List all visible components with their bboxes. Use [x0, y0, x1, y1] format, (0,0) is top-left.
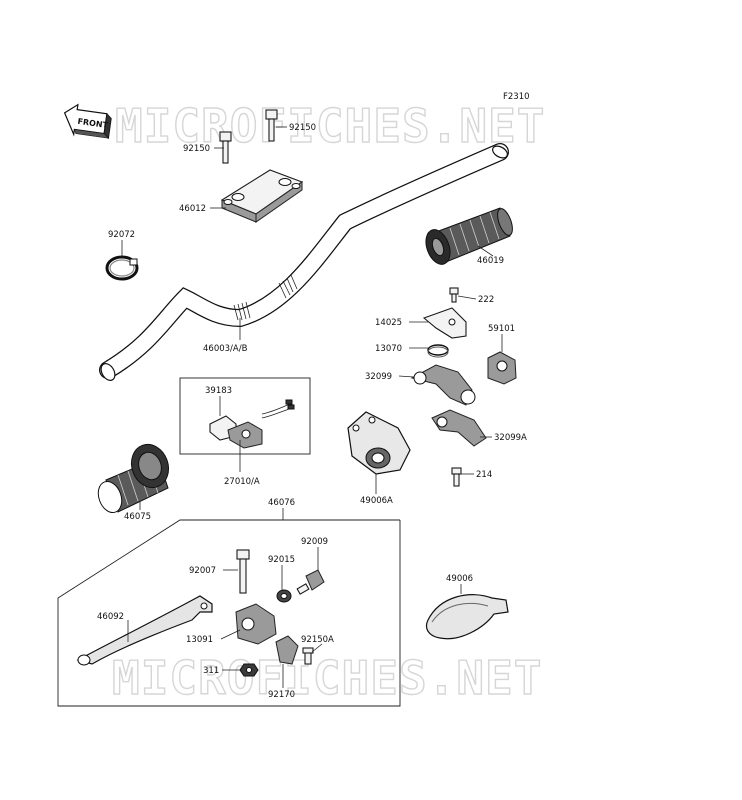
- switch-group-box: [179, 377, 311, 455]
- handlebar-clamp-drawing: [220, 169, 304, 223]
- label-13070: 13070: [375, 344, 402, 354]
- lever-group-box: [57, 519, 401, 707]
- figure-code: F2310: [503, 92, 530, 102]
- lever-cover-drawing: [425, 594, 509, 640]
- label-32099: 32099: [365, 372, 392, 382]
- label-13091: 13091: [186, 635, 213, 645]
- label-14025: 14025: [375, 318, 402, 328]
- label-32099A: 32099A: [494, 433, 527, 443]
- label-222: 222: [478, 295, 494, 305]
- label-92170: 92170: [268, 690, 295, 700]
- label-214: 214: [476, 470, 492, 480]
- lever-parts-drawing: [76, 549, 325, 677]
- leader-lines: [121, 126, 503, 688]
- label-46092: 46092: [97, 612, 124, 622]
- label-49006A: 49006A: [360, 496, 393, 506]
- clip-drawing: [105, 255, 139, 281]
- label-92007: 92007: [189, 566, 216, 576]
- label-59101: 59101: [488, 324, 515, 334]
- label-46003: 46003/A/B: [203, 344, 248, 354]
- label-27010: 27010/A: [224, 477, 260, 487]
- label-46076: 46076: [268, 498, 295, 508]
- label-92015: 92015: [268, 555, 295, 565]
- label-46019: 46019: [477, 256, 504, 266]
- left-grip-drawing: [97, 443, 170, 513]
- throttle-cover-drawing: [347, 411, 411, 475]
- part-labels: 92150 92150 46012 92072 46003/A/B 46019 …: [97, 123, 527, 700]
- label-92150A: 92150A: [301, 635, 334, 645]
- handlebar-drawing: [99, 143, 509, 381]
- watermark-bottom: MICROFICHES.NET: [112, 651, 542, 705]
- right-grip-drawing: [425, 207, 513, 265]
- label-311: 311: [203, 666, 219, 676]
- switch-drawing: [209, 399, 295, 449]
- label-92150-top: 92150: [289, 123, 316, 133]
- front-arrow-icon: FRONT: [63, 103, 112, 140]
- bolt-drawing: [219, 109, 278, 164]
- label-92072: 92072: [108, 230, 135, 240]
- label-46012: 46012: [179, 204, 206, 214]
- front-label: FRONT: [77, 117, 109, 130]
- label-49006: 49006: [446, 574, 473, 584]
- label-46075: 46075: [124, 512, 151, 522]
- throttle-parts-drawing: [410, 287, 517, 487]
- label-39183: 39183: [205, 386, 232, 396]
- label-92150-left: 92150: [183, 144, 210, 154]
- label-92009: 92009: [301, 537, 328, 547]
- watermark-top: MICROFICHES.NET: [115, 99, 545, 153]
